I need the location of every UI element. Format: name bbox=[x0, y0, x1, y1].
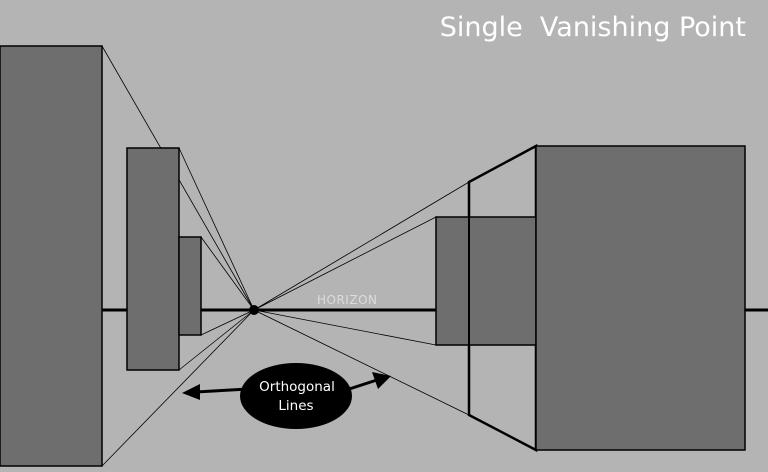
callout-label-line2: Lines bbox=[278, 398, 313, 414]
orthogonal-line bbox=[101, 309, 255, 467]
orthogonal-line bbox=[253, 309, 437, 346]
horizon-label: HORIZON bbox=[317, 293, 378, 307]
right-large-block bbox=[535, 145, 746, 451]
left-arrow-shaft bbox=[195, 387, 249, 394]
callout-arrows bbox=[182, 372, 391, 400]
vanishing-point bbox=[249, 305, 259, 315]
orthogonal-line bbox=[253, 216, 437, 311]
right-arrow-head bbox=[372, 372, 391, 389]
callout-label-line1: Orthogonal bbox=[259, 379, 335, 395]
orthogonal-line bbox=[200, 309, 255, 336]
orthogonal-line bbox=[178, 147, 255, 311]
orthogonal-line bbox=[178, 309, 255, 371]
orthogonal-line bbox=[200, 236, 255, 311]
orthogonal-line bbox=[253, 181, 470, 311]
orthogonal-line bbox=[253, 309, 470, 416]
left-large-block bbox=[0, 45, 103, 467]
right-small-block bbox=[435, 216, 537, 346]
left-middle-block bbox=[126, 147, 180, 371]
left-arrow-head bbox=[182, 384, 200, 400]
callout-ellipse bbox=[240, 363, 352, 429]
diagram-title: Single Vanishing Point bbox=[440, 12, 746, 43]
left-small-block bbox=[178, 236, 202, 336]
